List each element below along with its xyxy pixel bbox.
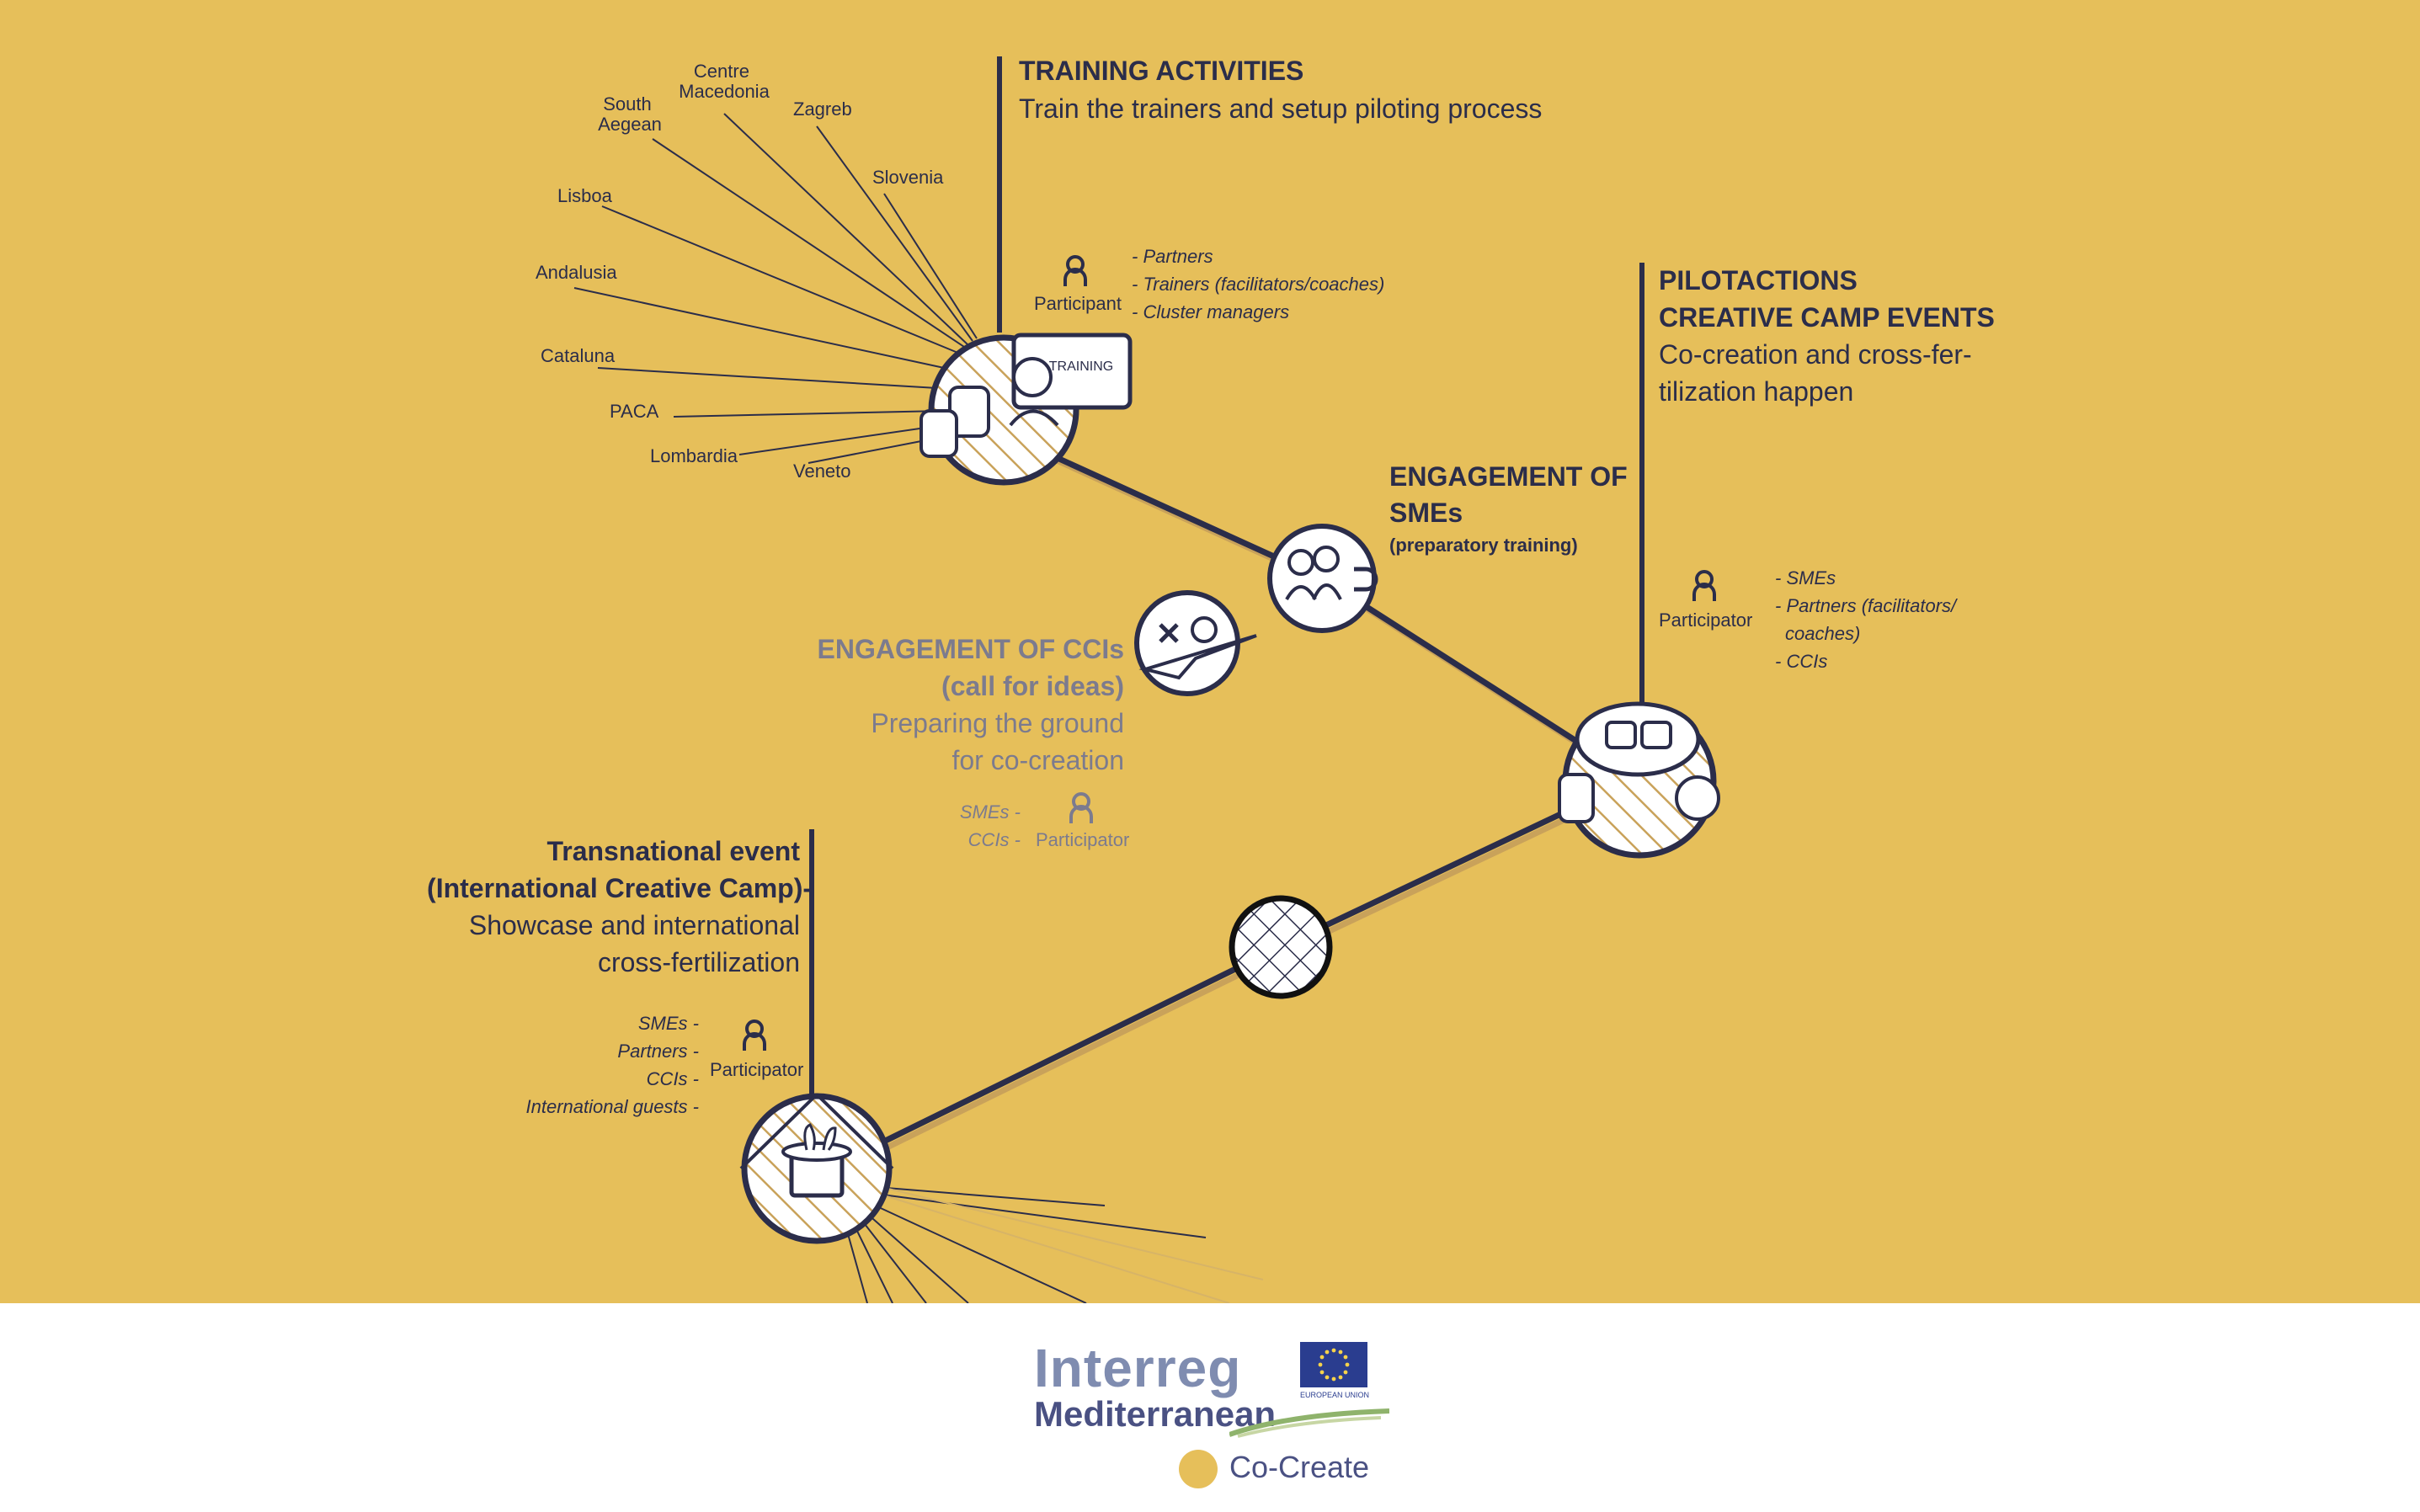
smes-title: SMEs (1389, 498, 1463, 528)
participant-icon (743, 1020, 766, 1051)
region-label-zagreb: Zagreb (793, 98, 852, 120)
training-node: TRAINING (919, 333, 1133, 486)
training-participant-item: - Cluster managers (1132, 301, 1289, 322)
ccis-title: ENGAGEMENT OF CCIs (818, 634, 1124, 664)
pilot-title: PILOTACTIONS (1659, 265, 1858, 295)
participant-icon (1063, 255, 1087, 286)
interreg-logo-text: Interreg (1034, 1338, 1242, 1398)
smes-note: (preparatory training) (1389, 535, 1578, 556)
transnational-title: (International Creative Camp)- (427, 873, 812, 903)
transnational-node (739, 1093, 894, 1244)
training-participant-label: Participant (1034, 293, 1122, 314)
ccis-participant-label: Participator (1036, 829, 1129, 850)
pilot-subtitle: Co-creation and cross-fer- (1659, 339, 1972, 370)
title-stems (809, 56, 1644, 1094)
ccis-title: (call for ideas) (941, 671, 1124, 701)
co-create-logo-text: Co-Create (1229, 1450, 1370, 1484)
training-participant-item: - Trainers (facilitators/coaches) (1132, 274, 1384, 295)
smes-title: ENGAGEMENT OF (1389, 461, 1628, 492)
training-subtitle: Train the trainers and setup piloting pr… (1019, 93, 1542, 124)
magnet-icon (1354, 567, 1378, 592)
training-participant-item: - Partners (1132, 246, 1213, 267)
pilot-participant-item: - Partners (facilitators/ (1775, 595, 1958, 616)
ccis-node (1134, 590, 1257, 696)
pilot-participant-label: Participator (1659, 610, 1752, 631)
transnational-title: Transnational event (546, 836, 800, 866)
region-label-cataluna: Cataluna (541, 345, 616, 366)
transnational-subtitle: Showcase and international (469, 910, 800, 940)
faint-rays (883, 1188, 1264, 1303)
region-label-paca: PACA (610, 401, 659, 422)
crosshatch-node (1229, 895, 1333, 999)
brush-stroke-icon (1229, 1408, 1389, 1438)
region-label-lombardia: Lombardia (650, 445, 738, 466)
transnational-participant-item: CCIs - (647, 1068, 699, 1089)
puzzle-icon (1605, 721, 1637, 749)
process-diagram: Centre Macedonia South Aegean Zagreb Slo… (0, 0, 2420, 1303)
region-label-veneto: Veneto (793, 461, 851, 482)
transnational-participant-item: SMEs - (638, 1013, 699, 1034)
eu-flag-icon (1300, 1342, 1367, 1387)
region-label-centre-macedonia: Centre Macedonia (679, 61, 770, 102)
smes-node (1267, 524, 1378, 633)
pilot-title: CREATIVE CAMP EVENTS (1659, 302, 1995, 333)
region-label-lisboa: Lisboa (557, 185, 613, 206)
region-label-andalusia: Andalusia (536, 262, 617, 283)
region-rays (573, 113, 978, 464)
ccis-subtitle: Preparing the ground (871, 708, 1124, 738)
pilot-subtitle: tilization happen (1659, 376, 1853, 407)
transnational-subtitle: cross-fertilization (598, 947, 800, 977)
co-create-logo-icon (1179, 1450, 1218, 1488)
paper-plane-icon (1138, 634, 1257, 680)
transnational-participant-label: Participator (710, 1059, 803, 1080)
participant-icon (1692, 570, 1716, 601)
ccis-participant-item: CCIs - (968, 829, 1021, 850)
pilot-participant-item: coaches) (1785, 623, 1860, 644)
participant-icons (743, 255, 1716, 1051)
ccis-participant-item: SMEs - (960, 801, 1021, 823)
region-label-south-aegean: South Aegean (598, 93, 662, 135)
transnational-participant-item: Partners - (617, 1041, 699, 1062)
pilot-node (1558, 701, 1720, 859)
mediterranean-logo-text: Mediterranean (1034, 1394, 1277, 1434)
region-label-slovenia: Slovenia (872, 167, 944, 188)
bottom-rays (845, 1186, 1207, 1303)
participant-icon (1069, 792, 1093, 823)
training-title: TRAINING ACTIVITIES (1019, 56, 1303, 86)
region-labels: Centre Macedonia South Aegean Zagreb Slo… (536, 61, 944, 482)
ccis-subtitle: for co-creation (951, 745, 1124, 775)
people-icon (1287, 549, 1314, 576)
training-board-label: TRAINING (1049, 359, 1113, 374)
eu-label: EUROPEAN UNION (1300, 1391, 1370, 1399)
pilot-participant-item: - CCIs (1775, 651, 1827, 672)
pilot-participant-item: - SMEs (1775, 567, 1836, 588)
transnational-participant-item: International guests - (526, 1096, 699, 1117)
